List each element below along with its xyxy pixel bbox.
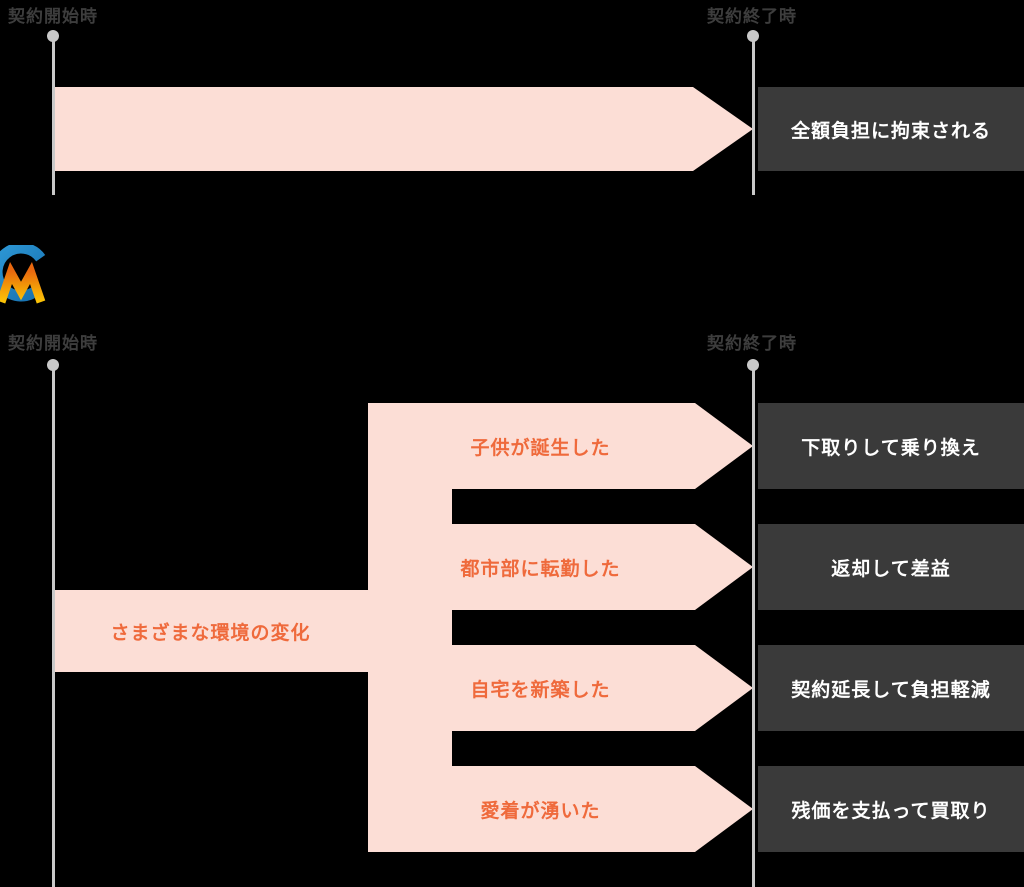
timeline-dot-icon — [47, 359, 59, 371]
top-flow-arrow — [53, 87, 753, 171]
branch-reason: 愛着が湧いた — [480, 800, 601, 822]
branch-outcome-box: 返却して差益 — [758, 524, 1024, 610]
branch-outcome-text: 返却して差益 — [831, 558, 951, 580]
top-contract-end-label: 契約終了時 — [707, 7, 797, 26]
branch-outcome-box: 契約延長して負担軽減 — [758, 645, 1024, 731]
branch-arrow: 都市部に転勤した — [368, 524, 753, 610]
bottom-end-timeline — [752, 369, 755, 887]
top-start-timeline — [52, 40, 55, 195]
branch-arrow: 子供が誕生した — [368, 403, 753, 489]
timeline-dot-icon — [747, 30, 759, 42]
branch-outcome-text: 下取りして乗り換え — [801, 437, 981, 459]
top-contract-start-label: 契約開始時 — [8, 7, 98, 26]
branch-reason: 子供が誕生した — [470, 437, 611, 459]
trigger-band: さまざまな環境の変化 — [53, 590, 368, 672]
timeline-dot-icon — [747, 359, 759, 371]
branch-arrow: 自宅を新築した — [368, 645, 753, 731]
branch-outcome-text: 契約延長して負担軽減 — [791, 679, 991, 701]
trigger-label: さまざまな環境の変化 — [110, 622, 311, 644]
top-result-text: 全額負担に拘束される — [790, 120, 991, 142]
bottom-contract-start-label: 契約開始時 — [8, 334, 98, 353]
bottom-contract-end-label: 契約終了時 — [707, 334, 797, 353]
top-result-box: 全額負担に拘束される — [758, 87, 1024, 171]
branch-reason: 都市部に転勤した — [460, 558, 621, 580]
top-end-timeline — [752, 40, 755, 195]
cm-circle-mountain-logo-icon — [0, 245, 46, 304]
branch-outcome-text: 残価を支払って買取り — [791, 800, 991, 822]
branch-reason: 自宅を新築した — [470, 679, 611, 701]
branch-arrow: 愛着が湧いた — [368, 766, 753, 852]
branch-outcome-box: 下取りして乗り換え — [758, 403, 1024, 489]
branch-outcome-box: 残価を支払って買取り — [758, 766, 1024, 852]
bottom-start-timeline — [52, 369, 55, 887]
timeline-dot-icon — [47, 30, 59, 42]
